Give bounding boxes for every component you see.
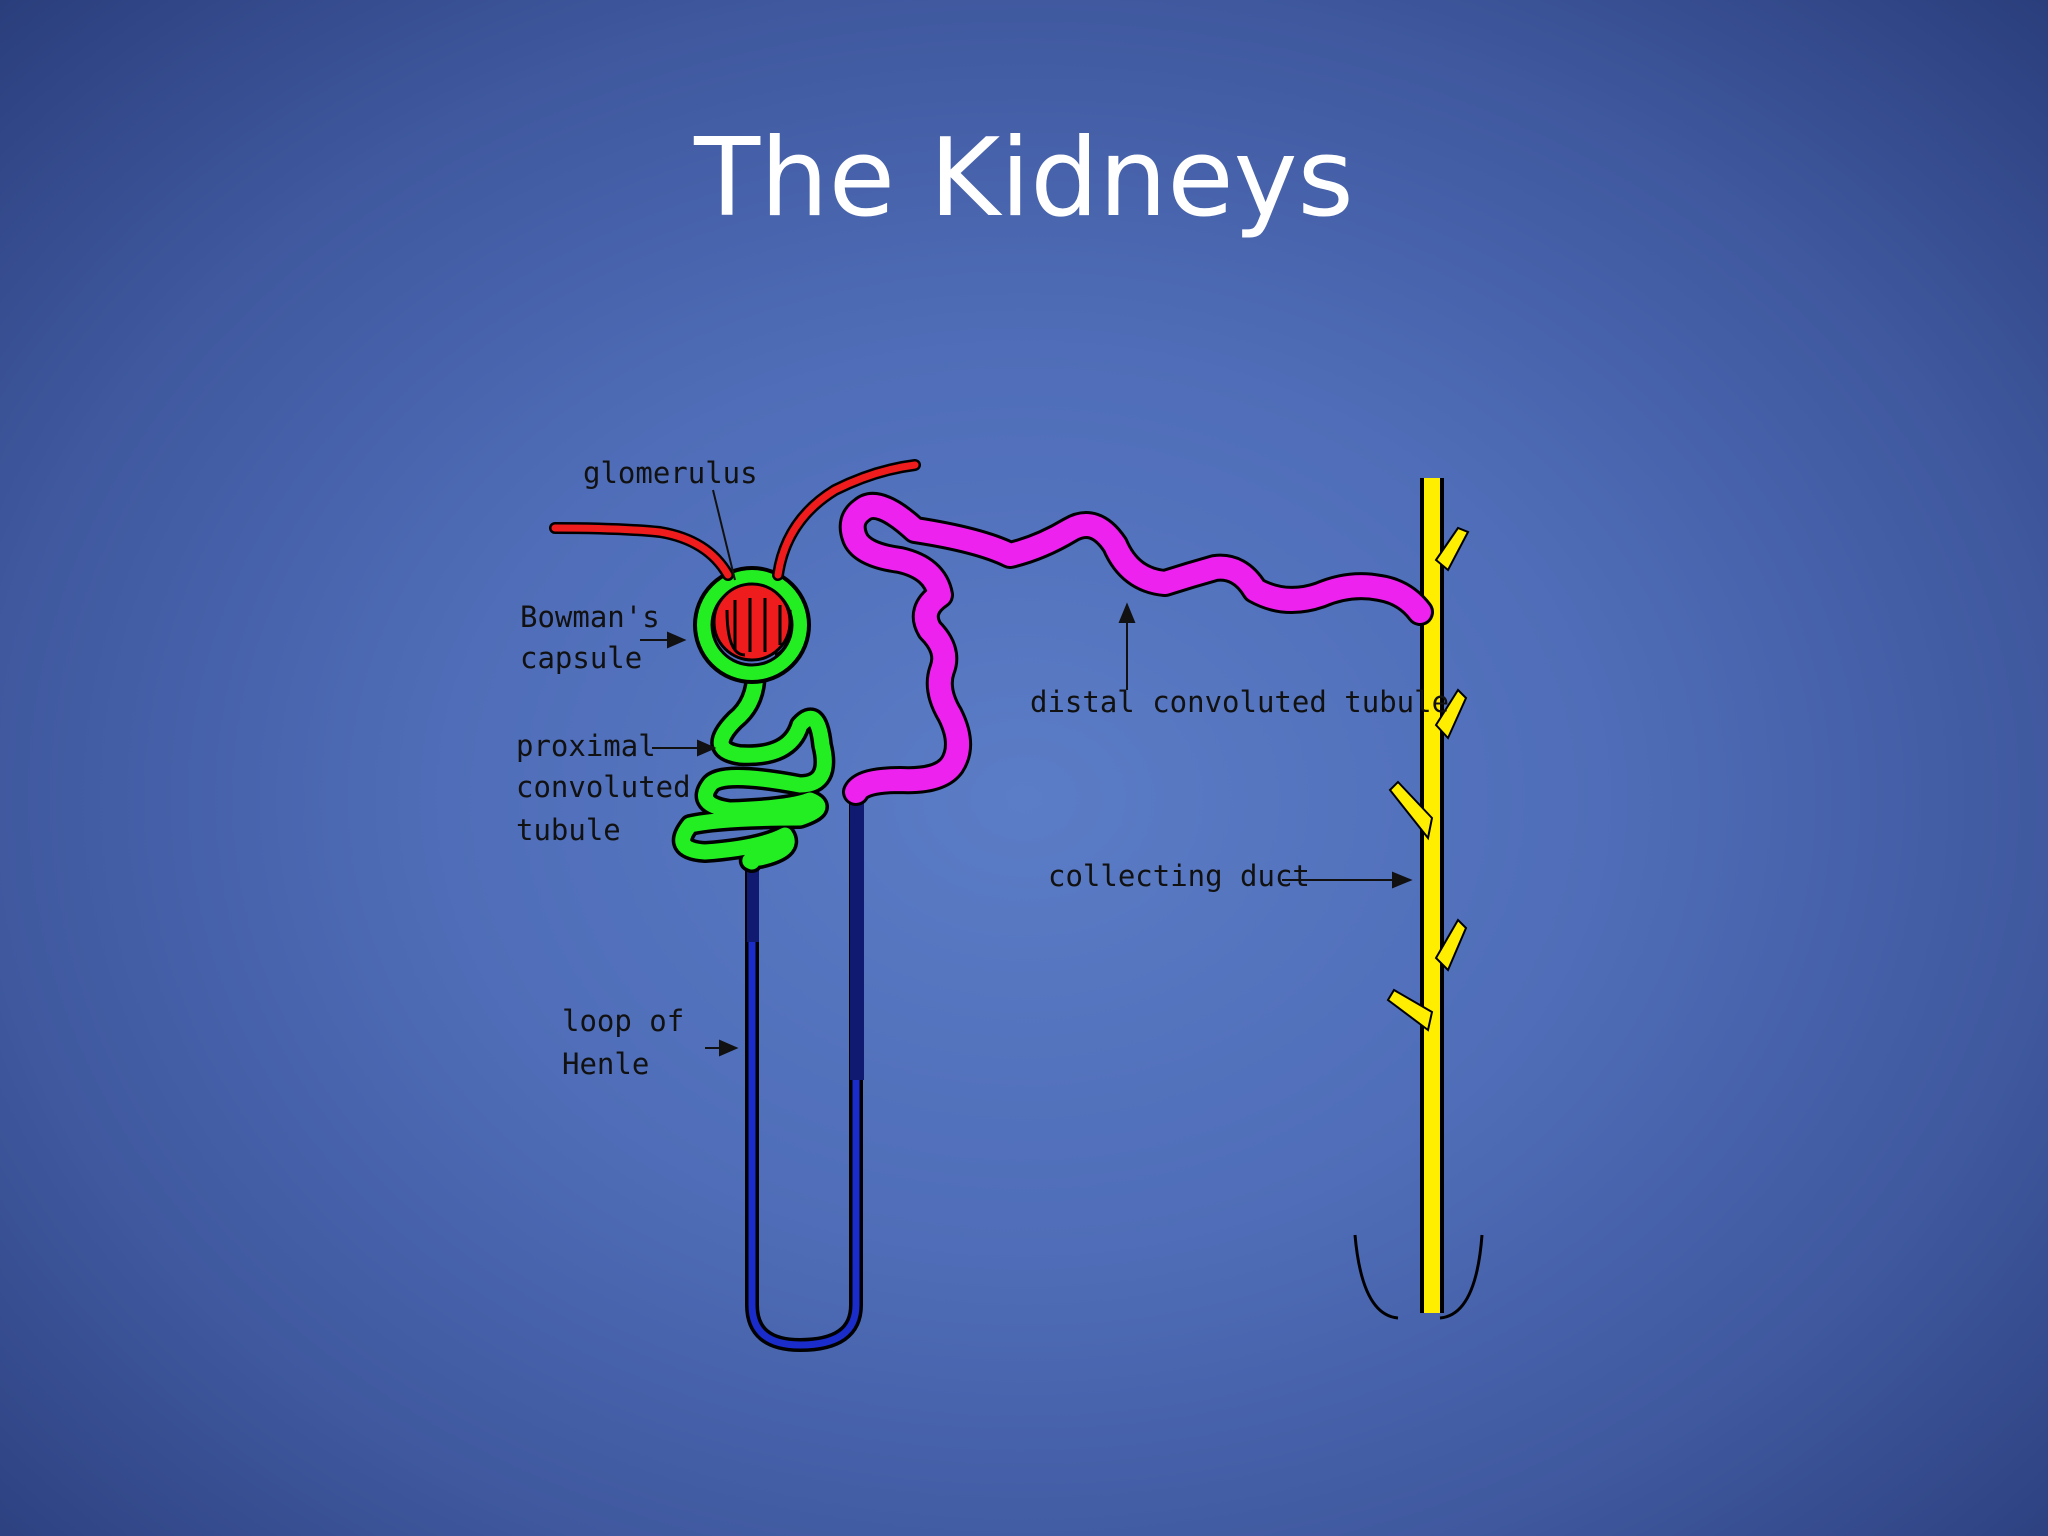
- label-loop-line2: Henle: [562, 1047, 649, 1081]
- label-glomerulus: glomerulus: [583, 456, 758, 490]
- proximal-convoluted-tubule: [671, 649, 836, 873]
- loop-thick-descending: [747, 862, 759, 942]
- distal-convoluted-tubule: [838, 492, 1434, 806]
- duct-branch: [1434, 688, 1468, 740]
- label-distal-tubule: distal convoluted tubule: [1030, 685, 1449, 719]
- duct-branch: [1388, 780, 1434, 841]
- efferent-arteriole: [774, 461, 919, 579]
- label-loop-line1: loop of: [562, 1004, 684, 1038]
- glomerulus: [549, 459, 921, 662]
- leader-lines: [640, 489, 1413, 1057]
- loop-of-henle-tube: [748, 788, 860, 1349]
- duct-branch: [1386, 988, 1434, 1032]
- loop-of-henle: [745, 785, 864, 1353]
- loop-thick-ascending: [850, 790, 864, 1080]
- afferent-arteriole: [551, 524, 732, 579]
- label-proximal-line3: tubule: [516, 813, 621, 847]
- label-collecting-duct: collecting duct: [1048, 859, 1310, 893]
- label-bowmans-line1: Bowman's: [520, 600, 660, 634]
- duct-branch: [1434, 526, 1470, 572]
- slide-title: The Kidneys: [694, 116, 1354, 241]
- proximal-tubule-tube: [675, 652, 832, 870]
- distal-tubule-tube: [841, 495, 1431, 803]
- duct-branch: [1434, 918, 1468, 972]
- label-bowmans-line2: capsule: [520, 641, 642, 675]
- label-proximal-line2: convoluted: [516, 770, 691, 804]
- label-proximal-line1: proximal: [516, 729, 656, 763]
- collecting-duct-tube: [1424, 478, 1440, 1313]
